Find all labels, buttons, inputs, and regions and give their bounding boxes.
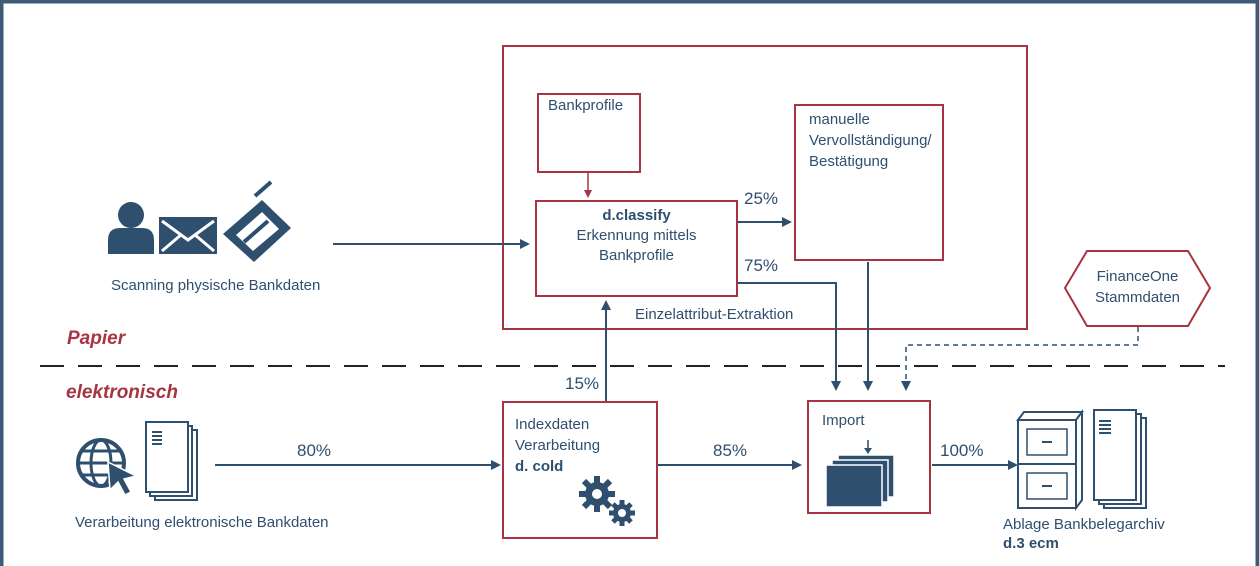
edge-label-75: 75% (744, 256, 779, 275)
financeone-text: FinanceOne Stammdaten (1087, 266, 1188, 308)
envelope-icon (159, 217, 217, 254)
archive-line2: d.3 ecm (1003, 535, 1059, 552)
index-line1: Indexdaten (515, 416, 590, 433)
classify-box (535, 200, 738, 297)
bankprofile-box (537, 93, 641, 173)
stacked-pages-icon (825, 440, 895, 508)
import-box (807, 400, 931, 514)
section-paper-label: Papier (67, 328, 126, 349)
bankprofile-title: Bankprofile (548, 97, 624, 114)
edge-label-85: 85% (713, 441, 748, 460)
classify-title: d.classify (602, 207, 671, 224)
index-box (502, 401, 658, 539)
classify-line2: Bankprofile (598, 247, 675, 264)
index-line2: Verarbeitung (515, 437, 601, 454)
financeone-line2: Stammdaten (1094, 289, 1181, 306)
filing-cabinet-icon (1016, 409, 1084, 511)
manual-text: manuelle Vervollständigung/ Bestätigung (809, 109, 932, 172)
classify-line1: Erkennung mittels (576, 227, 697, 244)
archive-text: Ablage Bankbelegarchiv d.3 ecm (1003, 515, 1165, 553)
manual-box (794, 104, 944, 261)
financeone-line1: FinanceOne (1096, 268, 1179, 285)
manual-line3: Bestätigung (809, 153, 889, 170)
person-icon (108, 202, 154, 254)
edge-financeone-import (901, 327, 1139, 391)
scanner-icon (223, 180, 291, 262)
index-line3: d. cold (515, 458, 564, 475)
classify-text: d.classify Erkennung mittels Bankprofile (537, 206, 736, 266)
edge-label-25: 25% (744, 189, 779, 208)
index-text: Indexdaten Verarbeitung d. cold (515, 414, 600, 477)
edge-label-extraction: Einzelattribut-Extraktion (635, 306, 794, 323)
gears-icon (579, 476, 635, 526)
edge-label-15: 15% (565, 374, 600, 393)
classify-container (502, 45, 1028, 330)
archive-line1: Ablage Bankbelegarchiv (1003, 516, 1165, 533)
electronic-source-label: Verarbeitung elektronische Bankdaten (75, 514, 329, 531)
section-electronic-label: elektronisch (66, 382, 178, 403)
document-icon (145, 421, 198, 501)
edge-label-100: 100% (940, 441, 984, 460)
globe-cursor-icon (76, 438, 139, 496)
manual-line2: Vervollständigung/ (809, 132, 932, 149)
document-icon (1093, 409, 1147, 509)
financeone-hexagon (1063, 250, 1212, 327)
scanning-label: Scanning physische Bankdaten (111, 277, 321, 294)
edge-classify-import (737, 282, 841, 391)
edge-label-80: 80% (297, 441, 332, 460)
manual-line1: manuelle (809, 111, 870, 128)
import-title: Import (822, 412, 865, 429)
